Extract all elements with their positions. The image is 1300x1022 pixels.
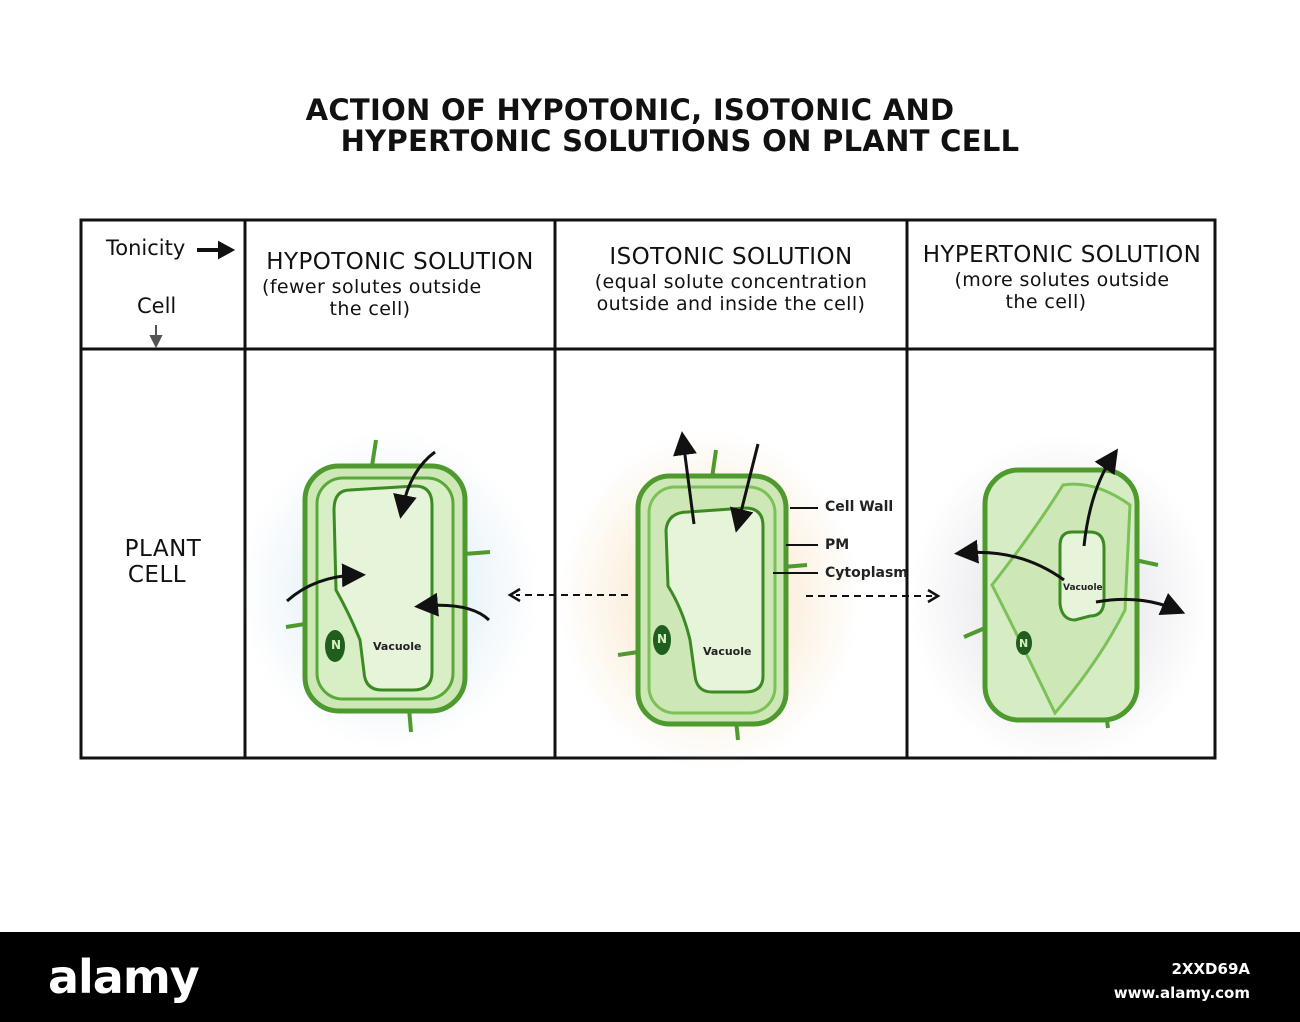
hypotonic-sub-1: (fewer solutes outside [262,276,482,298]
title-line-1: ACTION OF HYPOTONIC, ISOTONIC AND [305,93,955,127]
cell-down-arrow-icon [149,325,163,349]
hypertonic-heading: HYPERTONIC SOLUTION [922,242,1202,268]
isotonic-sub-2: outside and inside the cell) [596,293,866,315]
hypertonic-sub-2: the cell) [1005,291,1087,313]
hypotonic-vacuole-label: Vacuole [373,640,422,653]
isotonic-nucleus-label: N [657,632,668,646]
hypertonic-nucleus-label: N [1019,637,1029,650]
hypotonic-cell-diagram [240,430,540,750]
tonicity-label: Tonicity [106,236,186,260]
comparison-table [79,218,1217,770]
hypertonic-cell-diagram [910,435,1210,765]
watermark-bar [0,932,1300,1022]
image-credit: 2XXD69A www.alamy.com [1114,957,1250,1005]
image-id: 2XXD69A [1171,960,1250,978]
isotonic-heading: ISOTONIC SOLUTION [609,244,853,270]
isotonic-cell-diagram [560,430,860,770]
hypotonic-sub-2: the cell) [329,298,411,320]
site-url: www.alamy.com [1113,984,1250,1002]
dashed-arrow-right [806,588,941,604]
table-lines [79,218,1217,760]
hypotonic-nucleus-label: N [331,638,342,652]
isotonic-sub-1: (equal solute concentration [594,271,868,293]
hypotonic-heading: HYPOTONIC SOLUTION [266,249,534,275]
row-label-plant: PLANT [124,536,202,562]
row-label-cell: CELL [127,562,187,588]
tonicity-arrow-icon [197,240,236,260]
alamy-logo: alamy [48,950,200,1004]
hypertonic-sub-1: (more solutes outside [954,269,1170,291]
cytoplasm-label: Cytoplasm [825,565,908,581]
isotonic-vacuole-label: Vacuole [703,645,752,658]
title-line-2: HYPERTONIC SOLUTIONS ON PLANT CELL [340,124,1020,158]
hypertonic-vacuole-label: Vacuole [1063,583,1103,593]
dashed-arrow-left [507,587,628,603]
cell-label: Cell [137,294,177,318]
cell-wall-label: Cell Wall [825,499,894,515]
pm-label: PM [825,537,850,553]
